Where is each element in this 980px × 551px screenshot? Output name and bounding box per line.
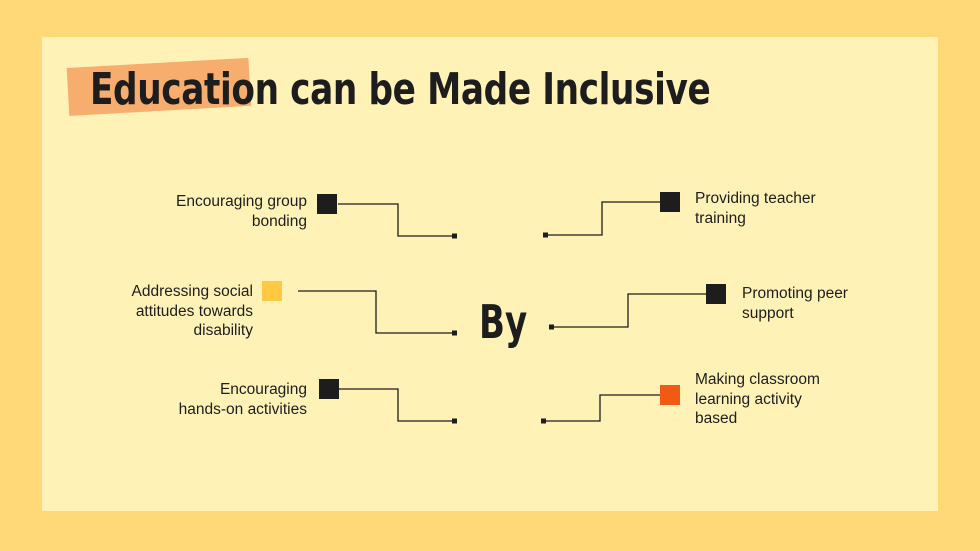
item-text-line: attitudes towards <box>135 302 253 320</box>
item-text-line: Making classroom <box>695 371 820 388</box>
connector-end-dot <box>549 324 554 330</box>
center-word: By <box>479 295 528 349</box>
item-text-line: Providing teacher <box>695 190 816 207</box>
connector-right-1 <box>546 201 660 236</box>
connector-right-3 <box>544 394 660 422</box>
item-text-line: bonding <box>251 212 307 230</box>
item-label-classroom-activity: Making classroom learning activity based <box>695 370 820 429</box>
connector-left-3 <box>338 388 455 422</box>
item-label-social-attitudes: Addressing social attitudes towards disa… <box>132 282 253 341</box>
slide-title: Education can be Made Inclusive <box>90 64 711 115</box>
marker-square <box>706 284 726 304</box>
connector-end-dot <box>452 330 457 336</box>
marker-square <box>317 194 337 214</box>
item-text-line: Promoting peer <box>742 285 848 302</box>
item-text-line: training <box>695 209 746 227</box>
marker-square <box>660 192 680 212</box>
item-text-line: Addressing social <box>131 283 253 300</box>
item-label-teacher-training: Providing teacher training <box>695 189 816 228</box>
slide-background <box>42 37 938 511</box>
connector-end-dot <box>541 418 546 424</box>
item-text-line: disability <box>193 322 253 339</box>
item-text-line: hands-on activities <box>178 400 307 418</box>
item-label-hands-on: Encouraging hands-on activities <box>179 380 307 419</box>
connector-right-2 <box>552 293 706 328</box>
connector-end-dot <box>452 233 457 239</box>
item-text-line: support <box>742 304 794 322</box>
item-text-line: Encouraging group <box>176 193 307 210</box>
connector-end-dot <box>452 418 457 424</box>
connector-left-2 <box>298 290 455 334</box>
item-text-line: learning activity <box>695 390 802 408</box>
marker-square <box>319 379 339 399</box>
marker-square <box>660 385 680 405</box>
item-label-peer-support: Promoting peer support <box>742 284 848 323</box>
item-text-line: based <box>695 410 738 427</box>
connector-end-dot <box>543 232 548 238</box>
connector-left-1 <box>338 203 455 237</box>
item-text-line: Encouraging <box>219 381 307 398</box>
item-label-group-bonding: Encouraging group bonding <box>176 192 307 231</box>
marker-square <box>262 281 282 301</box>
